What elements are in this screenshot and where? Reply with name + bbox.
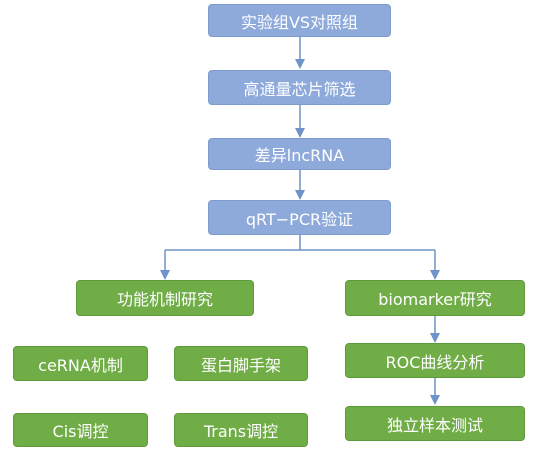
node-qrt-pcr: qRT−PCR验证	[208, 200, 391, 235]
node-biomarker-research: biomarker研究	[345, 280, 525, 316]
node-independent-sample-test: 独立样本测试	[345, 406, 525, 441]
node-function-mechanism: 功能机制研究	[76, 280, 254, 316]
node-roc-analysis: ROC曲线分析	[345, 343, 525, 378]
node-high-throughput-chip: 高通量芯片筛选	[208, 70, 391, 105]
node-differential-lncrna: 差异lncRNA	[208, 138, 391, 170]
node-trans-regulation: Trans调控	[174, 413, 308, 447]
node-protein-scaffold: 蛋白脚手架	[174, 346, 308, 381]
node-cis-regulation: Cis调控	[13, 413, 148, 447]
node-experiment-vs-control: 实验组VS对照组	[208, 4, 391, 37]
node-cerna-mechanism: ceRNA机制	[13, 346, 148, 381]
